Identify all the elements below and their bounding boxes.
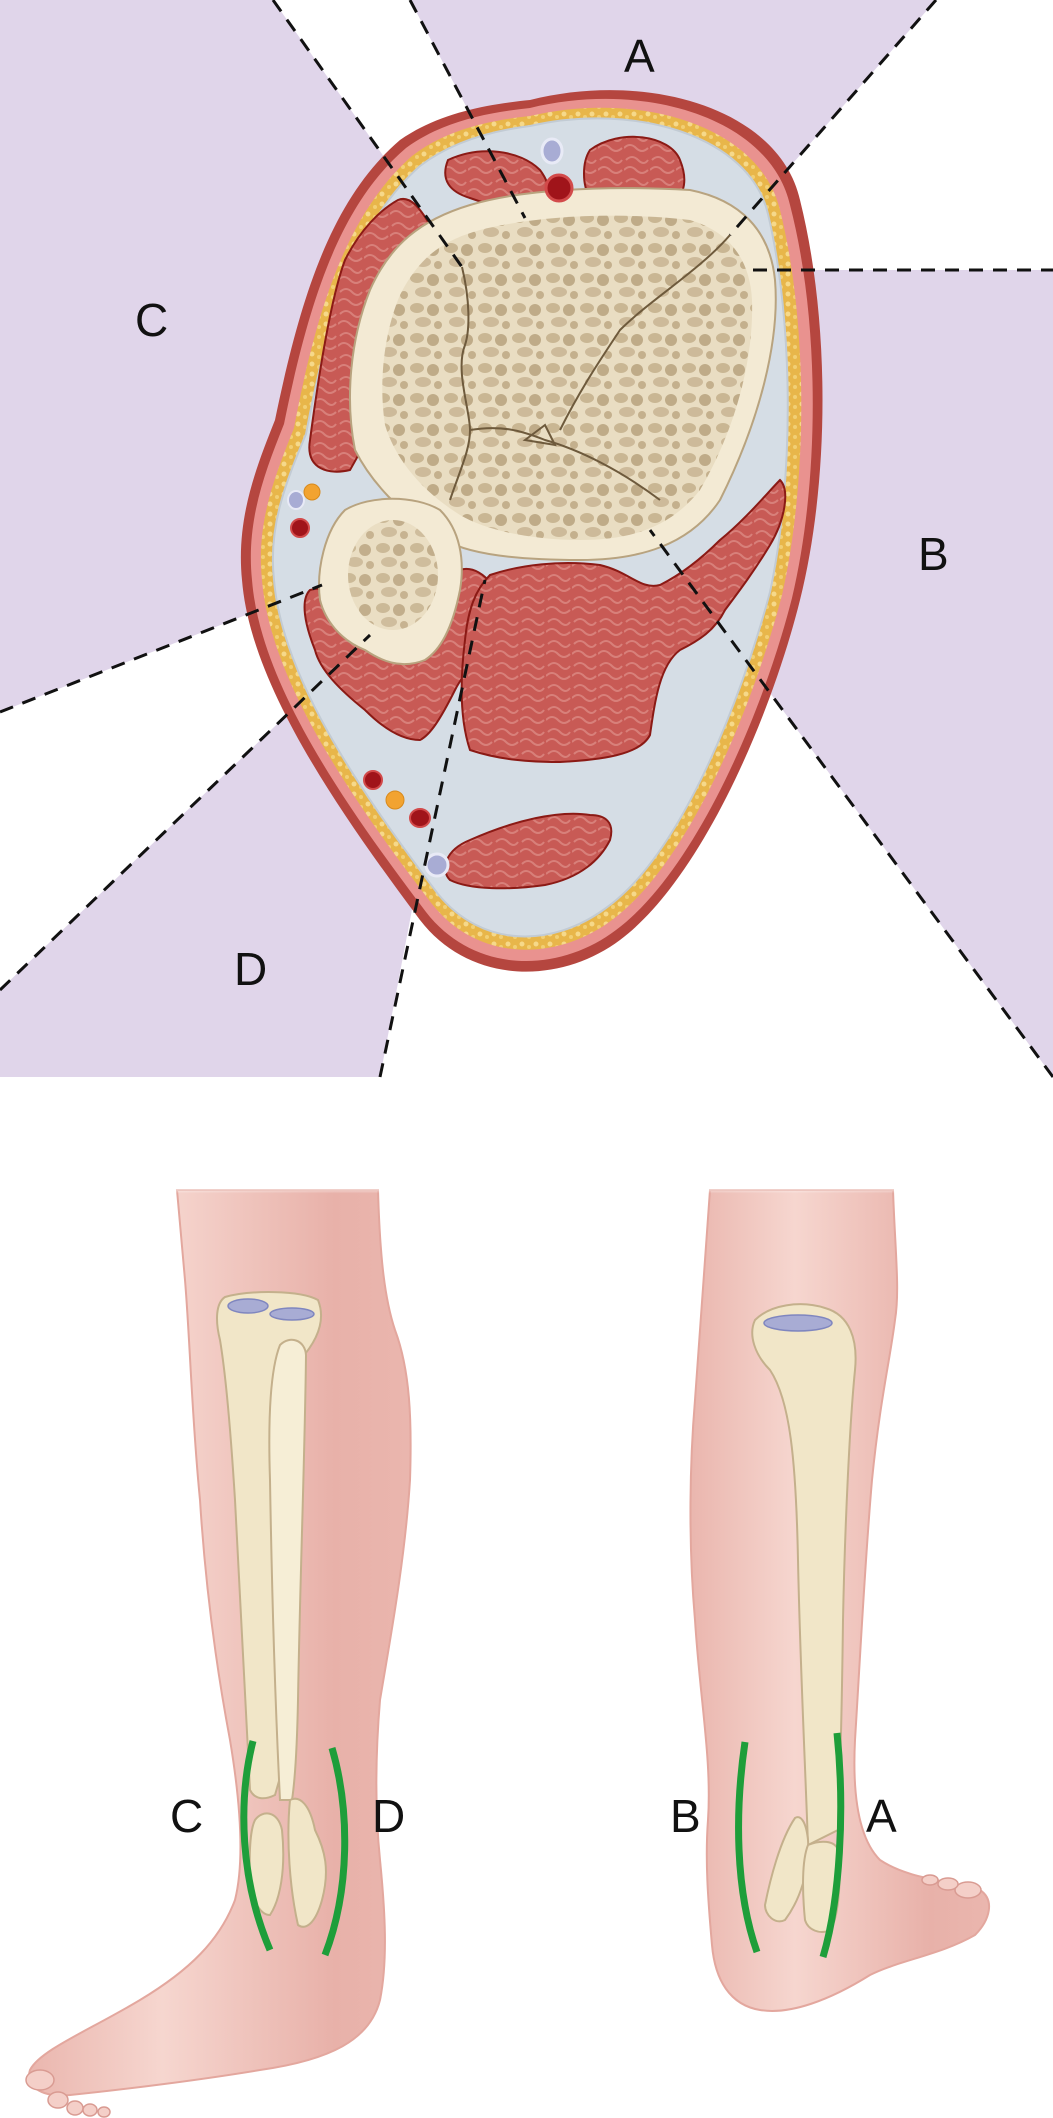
- label-compartment-d: D: [234, 943, 267, 995]
- tibia-cross-section: [349, 187, 777, 562]
- muscle-anterior-right: [583, 135, 686, 199]
- incision-posterior-b: [735, 1741, 761, 1954]
- fracture-fragment-right-1: [763, 1816, 810, 1923]
- label-leg-left-c: C: [170, 1790, 203, 1842]
- compartment-boundaries: [0, 0, 1053, 1078]
- artery-anterior: [544, 173, 574, 203]
- vein-anterior: [540, 137, 564, 165]
- artery-posterior-1: [363, 770, 383, 790]
- boundary-d-right: [378, 579, 487, 1078]
- leg-view-left: C D: [25, 1185, 412, 2118]
- vein-lateral: [287, 490, 305, 510]
- incision-lateral-d: [321, 1747, 349, 1957]
- label-leg-right-b: B: [670, 1790, 701, 1842]
- label-leg-left-d: D: [372, 1790, 405, 1842]
- toes-right: [921, 1874, 982, 1899]
- bones-left-leg: [216, 1291, 327, 1928]
- boundary-b-lower: [648, 529, 1053, 1078]
- meniscus-left-2: [269, 1307, 315, 1321]
- boundary-a-b-diagonal: [728, 0, 938, 236]
- fibula-left: [268, 1338, 308, 1801]
- fracture-fragment-left-2: [287, 1797, 327, 1928]
- boundary-d-upper: [0, 633, 372, 992]
- leg-cross-section: [240, 90, 823, 972]
- artery-lateral: [290, 518, 310, 538]
- zone-c: [0, 0, 462, 712]
- muscle-posterior-large: [460, 478, 787, 764]
- label-compartment-a: A: [624, 30, 655, 82]
- neurovascular-bundles: [287, 137, 574, 878]
- boundary-c-lower: [0, 583, 323, 714]
- incision-posterior-a: [819, 1732, 845, 1958]
- toes-left: [25, 2069, 111, 2118]
- vein-posterior: [424, 852, 450, 878]
- incision-lateral-c: [240, 1740, 274, 1952]
- boundary-c-a-right: [408, 0, 527, 219]
- meniscus-left-1: [227, 1298, 269, 1314]
- meniscus-right: [763, 1314, 833, 1332]
- artery-posterior-2: [409, 808, 431, 828]
- fibula-cross-section: [318, 497, 463, 666]
- leg-view-right: B A: [670, 1185, 990, 2012]
- label-compartment-b: B: [918, 528, 949, 580]
- label-compartment-c: C: [135, 294, 168, 346]
- nerve-posterior: [385, 790, 405, 810]
- boundary-c-a-left: [271, 0, 464, 268]
- nerve-lateral: [303, 483, 321, 501]
- muscle-superficial-posterior: [444, 812, 613, 890]
- label-leg-right-a: A: [866, 1790, 897, 1842]
